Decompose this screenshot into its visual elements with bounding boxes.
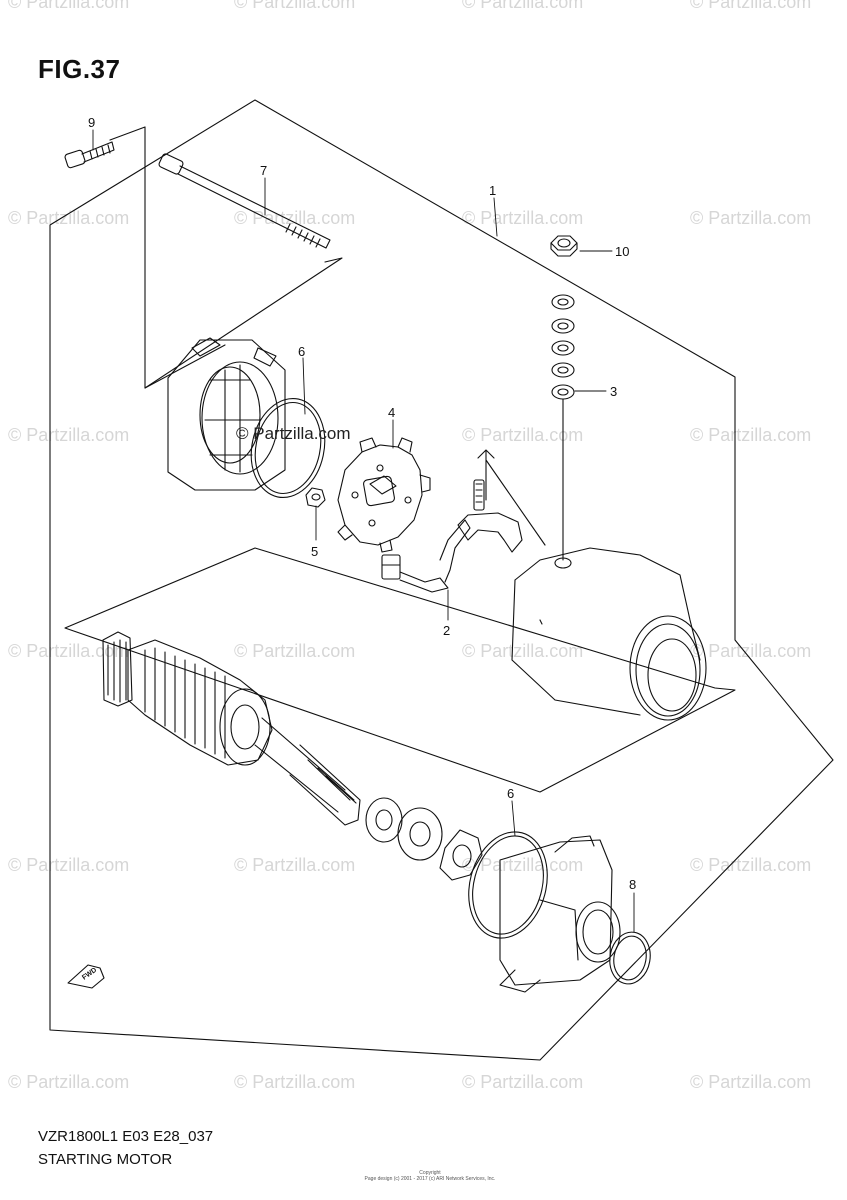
o-ring-6-upper-part bbox=[254, 401, 322, 495]
forward-arrow-icon: FWD bbox=[67, 964, 105, 989]
watermark: © Partzilla.com bbox=[690, 208, 812, 228]
model-code: VZR1800L1 E03 E28_037 bbox=[38, 1128, 214, 1145]
assembly-outline bbox=[50, 100, 830, 1060]
watermark: © Partzilla.com bbox=[690, 855, 812, 875]
nut-5-part bbox=[305, 487, 326, 508]
o-ring-8-part bbox=[613, 935, 647, 981]
callout-number: 3 bbox=[610, 384, 617, 399]
copyright-notice: Copyright Page design (c) 2001 - 2017 (c… bbox=[360, 1170, 500, 1182]
rear-housing-part bbox=[167, 337, 286, 491]
bolt-leader-outline bbox=[144, 344, 226, 389]
watermark: © Partzilla.com bbox=[234, 1072, 356, 1092]
copyright-line: Copyright bbox=[419, 1170, 441, 1176]
callout-number: 1 bbox=[489, 183, 496, 198]
watermark: © Partzilla.com bbox=[8, 208, 130, 228]
watermark: © Partzilla.com bbox=[234, 208, 356, 228]
watermark: © Partzilla.com bbox=[462, 208, 584, 228]
callout-number: 9 bbox=[88, 115, 95, 130]
figure-name: STARTING MOTOR bbox=[38, 1151, 173, 1168]
watermark: © Partzilla.com bbox=[234, 855, 356, 875]
brush-plate-4-part bbox=[337, 437, 431, 553]
bolt-leader-outline bbox=[109, 126, 343, 389]
front-housing-part bbox=[499, 835, 621, 993]
watermark: © Partzilla.com bbox=[8, 1072, 130, 1092]
through-bolt-7-part bbox=[158, 153, 331, 249]
center-watermark: © Partzilla.com bbox=[236, 424, 351, 443]
watermark: © Partzilla.com bbox=[690, 425, 812, 445]
watermark: © Partzilla.com bbox=[690, 1072, 812, 1092]
figure-title: FIG.37 bbox=[38, 54, 121, 84]
callout-number: 6 bbox=[507, 786, 514, 801]
watermark: © Partzilla.com bbox=[462, 0, 584, 12]
washer-stack-3-part bbox=[551, 294, 575, 561]
callout-number: 4 bbox=[388, 405, 395, 420]
o-ring-6-lower-part bbox=[472, 835, 544, 935]
watermark: © Partzilla.com bbox=[462, 641, 584, 661]
o-ring-6-upper-part bbox=[250, 397, 326, 499]
watermark: © Partzilla.com bbox=[8, 0, 130, 12]
armature-part bbox=[102, 631, 361, 826]
thrust-washers-part bbox=[365, 797, 483, 881]
yoke-housing-part bbox=[477, 449, 707, 721]
bolt-9-part bbox=[64, 141, 115, 169]
watermark: © Partzilla.com bbox=[462, 1072, 584, 1092]
copyright-line: Page design (c) 2001 - 2017 (c) ARI Netw… bbox=[364, 1176, 496, 1182]
watermark: © Partzilla.com bbox=[8, 641, 130, 661]
watermark: © Partzilla.com bbox=[234, 641, 356, 661]
callout-number: 6 bbox=[298, 344, 305, 359]
watermark: © Partzilla.com bbox=[690, 0, 812, 12]
brush-holder-2-part bbox=[381, 479, 523, 593]
callout-leaders bbox=[92, 129, 635, 933]
callout-number: 2 bbox=[443, 623, 450, 638]
assembly-outline bbox=[49, 99, 834, 1061]
nut-10-part bbox=[550, 235, 578, 257]
watermark: © Partzilla.com bbox=[462, 425, 584, 445]
o-ring-6-lower-part bbox=[468, 831, 548, 939]
watermark: © Partzilla.com bbox=[8, 855, 130, 875]
watermark: © Partzilla.com bbox=[8, 425, 130, 445]
o-ring-8-part bbox=[609, 931, 651, 985]
watermark: © Partzilla.com bbox=[462, 855, 584, 875]
housing-group-outline bbox=[64, 547, 736, 793]
callout-number: 10 bbox=[615, 244, 629, 259]
callout-number: 5 bbox=[311, 544, 318, 559]
callout-number: 7 bbox=[260, 163, 267, 178]
watermark: © Partzilla.com bbox=[690, 641, 812, 661]
callout-number: 8 bbox=[629, 877, 636, 892]
watermark: © Partzilla.com bbox=[234, 0, 356, 12]
